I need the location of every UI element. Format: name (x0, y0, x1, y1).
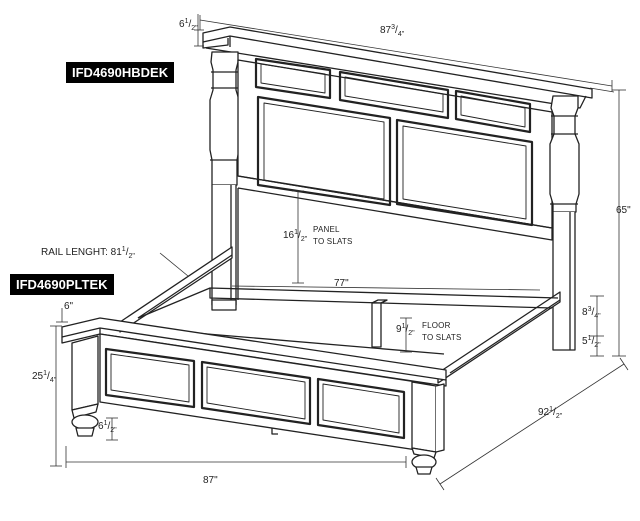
headboard-right-post (549, 95, 580, 351)
side-rails (119, 246, 561, 384)
footboard-right-post (411, 381, 445, 475)
headboard-left-post (209, 51, 240, 306)
footboard-width-label: 87" (203, 475, 218, 486)
footboard (61, 317, 447, 475)
platform-model-badge: IFD4690PLTEK (10, 274, 114, 295)
panel-to-slats-line1: PANEL (313, 225, 340, 234)
crown-thickness-label: 61/2" (179, 18, 198, 32)
footboard-height-label: 251/4" (32, 370, 57, 384)
panel-to-slats-line2: TO SLATS (313, 237, 353, 246)
dimension-lines (50, 14, 629, 491)
headboard-model-badge: IFD4690HBDEK (66, 62, 175, 83)
rail-height-label: 83/4" (582, 306, 601, 320)
inner-width-label: 77" (334, 278, 349, 289)
rail-length-label: RAIL LENGHT: 811/2" (41, 246, 135, 260)
panel-to-slats-value: 161/2" (283, 229, 308, 243)
headboard-width-label: 873/4" (380, 24, 405, 38)
total-height-label: 65" (616, 205, 631, 216)
floor-to-slats-value: 91/2" (396, 323, 415, 337)
rail-clearance-label: 51/2" (582, 335, 601, 349)
foot-height-label: 61/2" (98, 420, 117, 434)
floor-to-slats-line1: FLOOR (422, 321, 451, 330)
floor-to-slats-line2: TO SLATS (422, 333, 462, 342)
headboard (202, 26, 593, 351)
footboard-left-post (71, 335, 99, 437)
footboard-top-label: 6" (64, 301, 74, 312)
overall-length-label: 921/2" (538, 406, 563, 420)
